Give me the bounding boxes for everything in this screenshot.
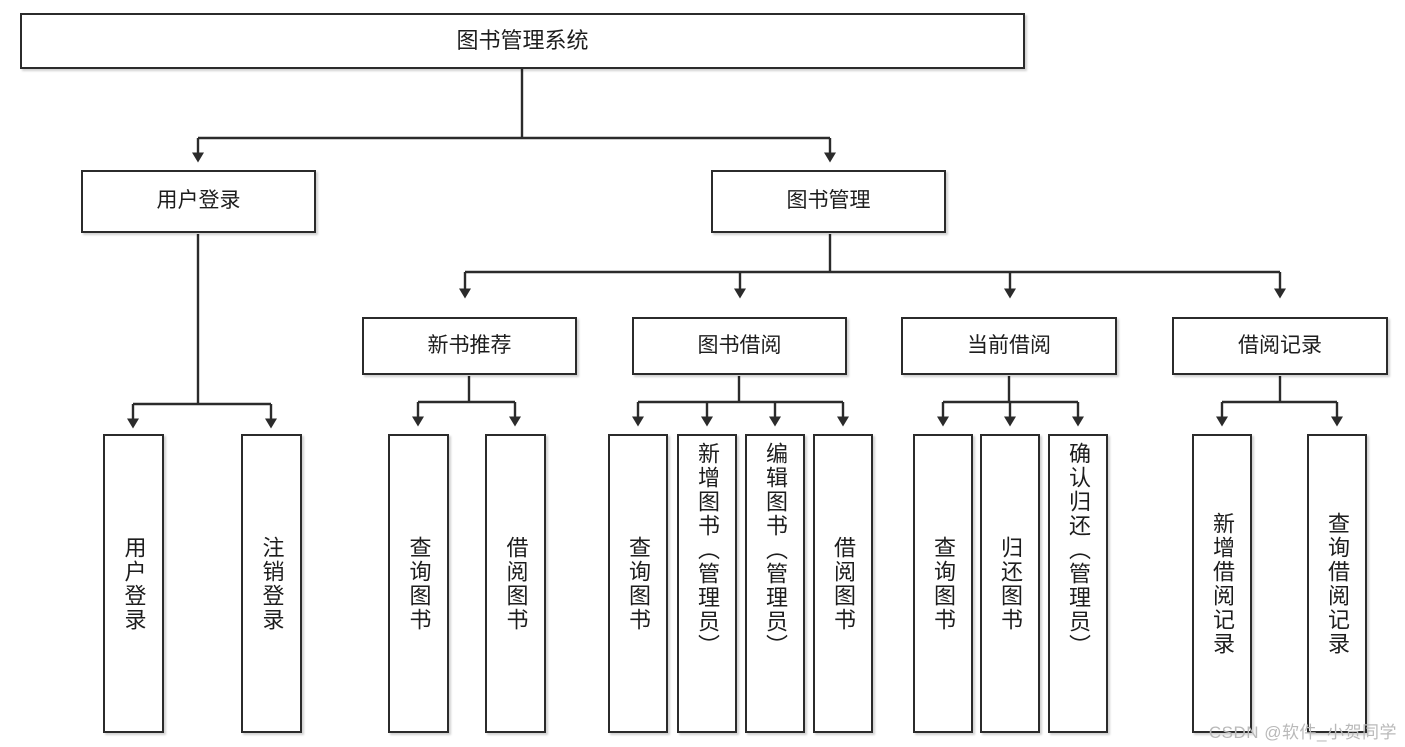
node-label: 新增借阅记录 [1210, 511, 1235, 656]
leaf-borrow-add-book-admin[interactable]: 新增图书（管理员） [677, 434, 737, 733]
node-book-borrow[interactable]: 图书借阅 [632, 317, 847, 375]
node-label: 注销登录 [259, 535, 285, 632]
leaf-current-return-book[interactable]: 归还图书 [980, 434, 1040, 733]
node-label: 查询图书 [626, 535, 651, 632]
node-label: 确认归还（管理员） [1066, 442, 1091, 658]
node-label: 当前借阅 [967, 333, 1051, 357]
leaf-new-book-query[interactable]: 查询图书 [388, 434, 449, 733]
node-user-login[interactable]: 用户登录 [81, 170, 316, 233]
node-root-system[interactable]: 图书管理系统 [20, 13, 1025, 69]
node-label: 查询图书 [931, 535, 956, 632]
node-label: 查询借阅记录 [1325, 511, 1350, 656]
leaf-records-add-record[interactable]: 新增借阅记录 [1192, 434, 1252, 733]
leaf-user-login-login[interactable]: 用户登录 [103, 434, 164, 733]
node-label: 图书管理系统 [456, 28, 589, 54]
node-label: 借阅图书 [503, 535, 529, 632]
node-label: 编辑图书（管理员） [763, 442, 788, 658]
leaf-new-book-borrow[interactable]: 借阅图书 [485, 434, 546, 733]
node-label: 新增图书（管理员） [695, 442, 720, 658]
leaf-current-confirm-return-admin[interactable]: 确认归还（管理员） [1048, 434, 1108, 733]
node-label: 归还图书 [998, 535, 1023, 632]
node-label: 借阅记录 [1238, 333, 1322, 357]
leaf-borrow-borrow-book[interactable]: 借阅图书 [813, 434, 873, 733]
node-book-management[interactable]: 图书管理 [711, 170, 946, 233]
leaf-borrow-edit-book-admin[interactable]: 编辑图书（管理员） [745, 434, 805, 733]
node-label: 图书管理 [786, 189, 871, 213]
node-current-borrow[interactable]: 当前借阅 [901, 317, 1117, 375]
node-new-book-recommend[interactable]: 新书推荐 [362, 317, 577, 375]
leaf-current-query-book[interactable]: 查询图书 [913, 434, 973, 733]
leaf-user-login-logout[interactable]: 注销登录 [241, 434, 302, 733]
node-label: 图书借阅 [697, 333, 782, 357]
leaf-records-query-record[interactable]: 查询借阅记录 [1307, 434, 1367, 733]
node-label: 查询图书 [406, 535, 432, 632]
node-label: 用户登录 [121, 535, 147, 632]
node-label: 新书推荐 [427, 333, 512, 357]
leaf-borrow-query-book[interactable]: 查询图书 [608, 434, 668, 733]
node-label: 借阅图书 [831, 535, 856, 632]
node-label: 用户登录 [156, 189, 241, 213]
node-borrow-records[interactable]: 借阅记录 [1172, 317, 1388, 375]
